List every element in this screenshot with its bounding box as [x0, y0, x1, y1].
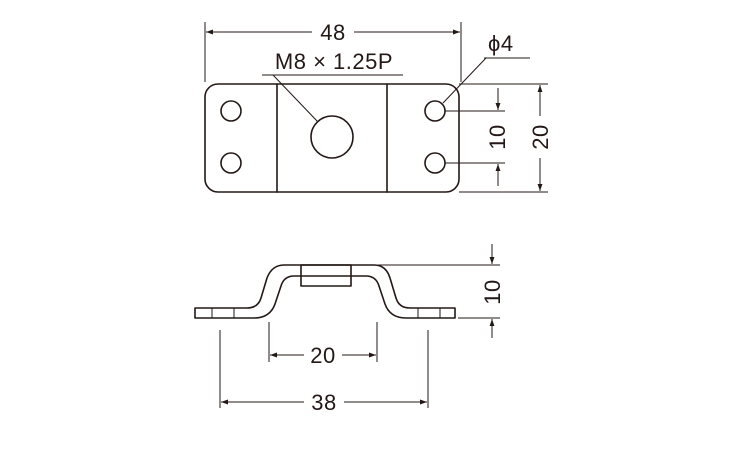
- mounting-hole-bottom-right: [424, 152, 446, 174]
- side-view: 10 20 38: [194, 244, 505, 415]
- plate-outline: [204, 83, 460, 193]
- thread-label: M8 × 1.25P: [275, 49, 393, 74]
- thread-leader: [272, 74, 319, 123]
- dim-label-48: 48: [320, 20, 345, 45]
- top-view: 48 M8 × 1.25P ϕ4 10 20: [204, 18, 553, 193]
- dim-label-10-top: 10: [485, 124, 510, 149]
- dim-label-20-horizontal: 20: [310, 343, 335, 368]
- dim-label-38: 38: [311, 390, 336, 415]
- dim-label-height: 10: [480, 279, 505, 304]
- bracket-profile: [194, 264, 456, 319]
- mounting-hole-bottom-left: [220, 152, 242, 174]
- hole-diameter-label: ϕ4: [488, 31, 514, 56]
- hole-leader: [442, 57, 487, 104]
- threaded-hole: [310, 115, 354, 159]
- mounting-hole-top-left: [220, 100, 242, 122]
- dim-label-20-vertical: 20: [528, 124, 553, 149]
- mounting-hole-top-right: [424, 100, 446, 122]
